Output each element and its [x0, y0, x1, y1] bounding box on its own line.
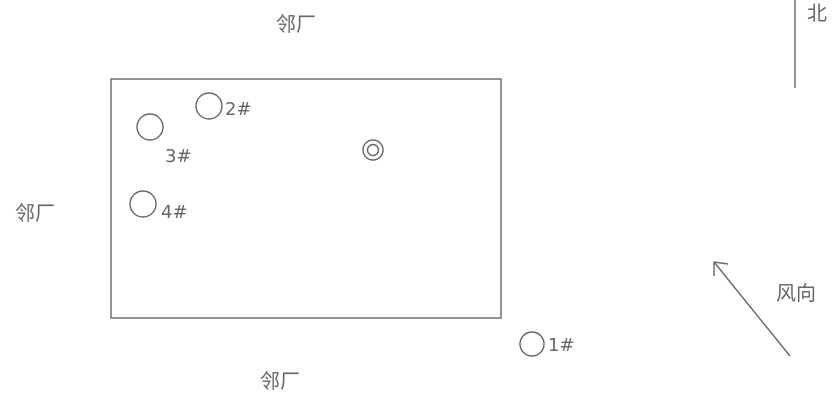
source-inner-circle: [366, 143, 380, 157]
monitoring-point-1: 1#: [519, 331, 575, 357]
neighbor-left-label: 邻厂: [15, 201, 55, 225]
monitor-circle-icon: [136, 113, 164, 141]
monitoring-point-label: 3#: [165, 146, 192, 167]
monitoring-point-3: 3#: [136, 113, 192, 167]
monitoring-point-label: 4#: [161, 202, 188, 223]
monitoring-point-label: 1#: [548, 335, 575, 356]
site-boundary: [110, 78, 502, 319]
monitoring-point-4: 4#: [129, 190, 188, 223]
wind-arrow-head: [713, 261, 729, 276]
wind-arrow-shaft: [713, 261, 791, 357]
neighbor-bottom-label: 邻厂: [260, 369, 300, 393]
double-circle-icon: [362, 139, 384, 161]
monitor-circle-icon: [129, 190, 157, 218]
monitoring-point-label: 2#: [225, 99, 252, 120]
monitoring-point-2: 2#: [195, 92, 252, 120]
neighbor-top-label: 邻厂: [276, 12, 316, 36]
monitor-circle-icon: [195, 92, 223, 120]
wind-direction-label: 风向: [776, 281, 816, 305]
monitor-circle-icon: [519, 331, 545, 357]
north-label: 北: [807, 1, 827, 25]
source-outer-circle: [362, 139, 384, 161]
arrow-icon: [713, 261, 791, 357]
